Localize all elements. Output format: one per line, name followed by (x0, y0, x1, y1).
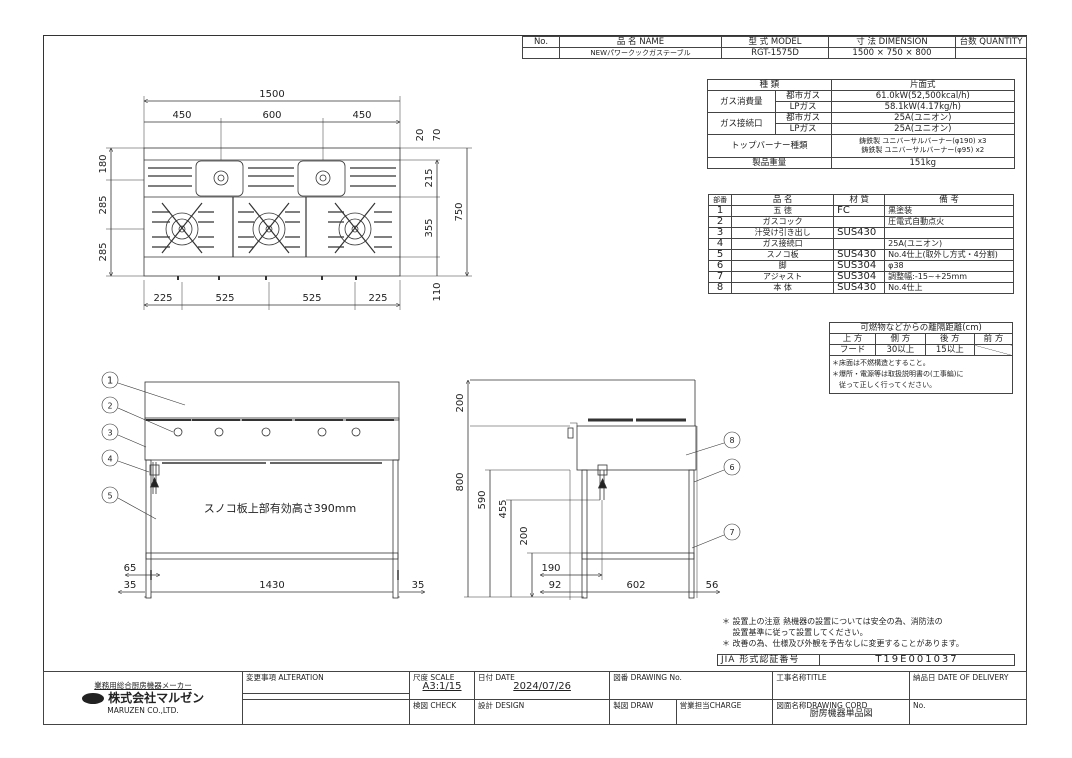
dim-label: 525 (302, 293, 321, 304)
balloon-8: 8 (729, 436, 734, 445)
jia-number: T19E001037 (819, 654, 1015, 666)
dim-label: 110 (432, 282, 443, 301)
dim-label: 20 (415, 129, 426, 142)
dimension-value: 1500 × 750 × 800 (828, 47, 956, 59)
title-label: 工事名称TITLE (772, 671, 910, 700)
drawing-cord-value: 厨房機器単品図 (809, 709, 873, 719)
parts-cell: 8 (707, 282, 733, 294)
dim-label: 455 (498, 499, 509, 518)
title-block: 業務用総合厨房機器メーカー 株式会社マルゼン MARUZEN CO.,LTD. … (43, 670, 1027, 725)
dim-label: 800 (455, 472, 466, 491)
balloon-2: 2 (107, 402, 112, 411)
burner-2: 鋳鉄製 ユニバーサルバーナー(φ95) x2 (861, 146, 985, 154)
dim-label: 190 (541, 563, 560, 574)
parts-cell: No.4仕上 (884, 282, 1014, 294)
draw-label: 製図 DRAW (609, 699, 677, 725)
dim-label: 65 (124, 563, 137, 574)
balloon-4: 4 (107, 455, 112, 464)
balloon-3: 3 (107, 429, 112, 438)
top-view-dimensions: 1500 450 600 450 225 525 525 225 180 285… (98, 89, 465, 304)
note-line: 設置基準に従って設置してください。 (722, 628, 868, 637)
dim-label: 590 (477, 490, 488, 509)
dim-label: 450 (172, 110, 191, 121)
balloon-1: 1 (107, 376, 113, 387)
burner-1: 鋳鉄製 ユニバーサルバーナー(φ190) x3 (859, 137, 987, 145)
dim-label: 450 (352, 110, 371, 121)
parts-cell: SUS430 (833, 282, 886, 294)
side-view-labels: 200 800 590 455 200 190 92 602 56 8 6 7 (455, 393, 735, 591)
dim-label: 56 (706, 580, 719, 591)
dim-label: 70 (432, 129, 443, 142)
design-label: 設計 DESIGN (473, 699, 611, 725)
balloon-7: 7 (729, 528, 734, 537)
clearance-note: 従って正しく行ってください。 (832, 381, 937, 389)
dim-label: 225 (153, 293, 172, 304)
dim-label: 355 (424, 218, 435, 237)
check-label: 検図 CHECK (409, 699, 475, 725)
dim-width: 1500 (259, 89, 284, 100)
company-name-en: MARUZEN CO.,LTD. (107, 706, 179, 715)
date-label: 日付 DATE (478, 673, 515, 682)
front-view (101, 371, 425, 599)
dim-label: 285 (98, 242, 109, 261)
dim-label: 285 (98, 195, 109, 214)
front-view-labels: 1 2 3 4 5 スノコ板上部有効高さ390mm 65 35 1430 35 (107, 376, 425, 592)
jia-label: JIA 形式認証番号 (717, 654, 820, 666)
clearance-note: ＊床面は不燃構造とすること。 (832, 359, 930, 367)
drawing-cord-label: 図面名称DRAWING CORD (776, 701, 868, 710)
clearance-note: ＊爆所・電源等は取扱説明書の(工事編)に (832, 370, 964, 378)
parts-cell: 2 (707, 216, 733, 228)
installation-notes: ＊ 設置上の注意 熱機器の設置については安全の為、消防法の 設置基準に従って設置… (722, 616, 964, 649)
quantity-value (955, 47, 1027, 59)
dim-label: 750 (454, 202, 465, 221)
maker-tagline: 業務用総合厨房機器メーカー (94, 681, 192, 690)
dim-label: 35 (412, 580, 425, 591)
dim-label: 35 (124, 580, 137, 591)
balloon-6: 6 (729, 463, 734, 472)
company-name: 株式会社マルゼン (108, 691, 205, 705)
balloon-5: 5 (107, 492, 112, 501)
top-view (106, 96, 472, 310)
date-value: 2024/07/26 (513, 681, 571, 692)
dim-label: 200 (455, 393, 466, 412)
weight-value: 151kg (830, 157, 1016, 169)
dim-label: 180 (98, 154, 109, 173)
dim-label: 525 (215, 293, 234, 304)
dim-label: 1430 (259, 580, 284, 591)
dim-label: 600 (262, 110, 281, 121)
side-view (464, 380, 741, 600)
dim-label: 602 (626, 580, 645, 591)
delivery-label: 納品日 DATE OF DELIVERY (909, 671, 1027, 700)
note-line: ＊ 設置上の注意 熱機器の設置については安全の為、消防法の (722, 617, 943, 626)
maker-logo-cell: 業務用総合厨房機器メーカー 株式会社マルゼン MARUZEN CO.,LTD. (43, 671, 243, 725)
dim-label: 215 (424, 168, 435, 187)
shelf-height-note: スノコ板上部有効高さ390mm (204, 501, 356, 515)
parts-cell: SUS430 (833, 249, 886, 261)
scale-value: A3:1/15 (422, 681, 462, 692)
note-line: ＊ 改善の為、仕様及び外観を予告なしに変更することがあります。 (722, 639, 964, 648)
dim-label: 225 (368, 293, 387, 304)
no-label: No. (909, 699, 1027, 725)
gas-cock-knobs (173, 427, 361, 437)
alteration-label: 変更事項 ALTERATION (242, 670, 410, 695)
maruzen-logo-icon (81, 693, 104, 704)
dim-label: 92 (549, 580, 562, 591)
charge-label: 営業担当CHARGE (675, 699, 774, 725)
sheet-border (43, 35, 1027, 725)
scale-label: 尺度 SCALE (413, 673, 455, 682)
dim-label: 200 (519, 526, 530, 545)
drawing-no-label: 図番 DRAWING No. (609, 671, 774, 700)
